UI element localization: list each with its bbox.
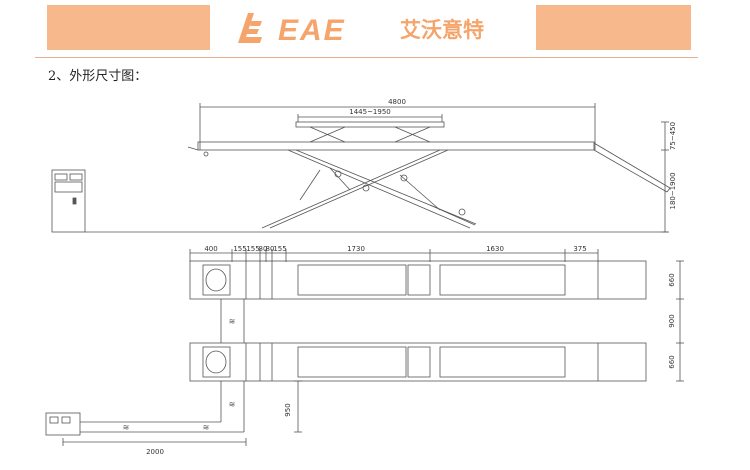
dim-80-b: 80 xyxy=(266,245,275,253)
brand-chinese: 艾沃意特 xyxy=(400,18,484,42)
dim-console-offset: 950 xyxy=(284,403,292,416)
dim-375: 375 xyxy=(573,245,586,253)
header-band-right xyxy=(536,5,691,50)
svg-text:≋: ≋ xyxy=(229,317,236,326)
eae-logo-icon xyxy=(238,13,262,43)
dim-80: 80 xyxy=(259,245,268,253)
dim-platform-width-bottom: 660 xyxy=(668,355,676,368)
svg-text:≋: ≋ xyxy=(123,423,130,432)
dim-155-c: 155 xyxy=(273,245,286,253)
dim-platform-width-top: 660 xyxy=(668,273,676,286)
dim-155-a: 155 xyxy=(233,245,246,253)
dim-155-b: 155 xyxy=(246,245,259,253)
dim-platform-extension: 1445~1950 xyxy=(349,108,391,116)
svg-text:≋: ≋ xyxy=(229,400,236,409)
dim-hose-length: 2000 xyxy=(146,448,164,456)
dim-overall-length: 4800 xyxy=(388,98,406,106)
side-view: 4800 1445~1950 75~450 180~1900 xyxy=(51,98,677,233)
dim-lift-height-top: 75~450 xyxy=(669,122,677,150)
brand-latin: EAE xyxy=(278,14,346,47)
dim-1630: 1630 xyxy=(486,245,504,253)
svg-text:≋: ≋ xyxy=(203,423,210,432)
brand-logo: EAE 艾沃意特 xyxy=(238,13,484,47)
header-band-left xyxy=(47,5,210,50)
plan-view: 400 155 155 80 80 155 1730 1630 375 xyxy=(45,245,684,456)
dim-1730: 1730 xyxy=(347,245,365,253)
dim-platform-gap: 900 xyxy=(668,314,676,327)
header-rule xyxy=(35,57,698,58)
platform-top xyxy=(189,260,647,300)
platform-bottom xyxy=(189,342,647,382)
section-heading: 2、外形尺寸图： xyxy=(48,69,148,84)
dimension-drawing: 4800 1445~1950 75~450 180~1900 400 155 1… xyxy=(45,98,684,456)
dim-lift-height-main: 180~1900 xyxy=(669,172,677,209)
dim-400: 400 xyxy=(204,245,217,253)
